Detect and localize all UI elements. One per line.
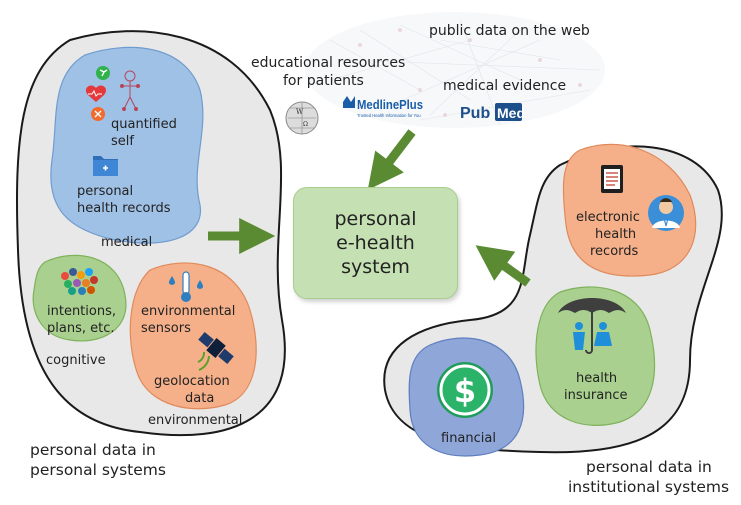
- svg-text:Med: Med: [497, 105, 525, 121]
- cognitive-blob: [32, 254, 127, 342]
- heart-pulse-icon: [86, 85, 106, 102]
- ehr-line1: electronic: [576, 210, 640, 225]
- env-sensors-line1: environmental: [141, 304, 236, 319]
- cognitive-line1: intentions,: [47, 304, 116, 319]
- ehr-blob: [562, 143, 697, 277]
- web-network-cloud: [305, 12, 605, 128]
- medical-title: medical: [101, 235, 153, 250]
- doctor-avatar-icon: [648, 195, 684, 231]
- tablet-records-icon: [601, 165, 623, 193]
- geolocation-line2: data: [185, 391, 215, 406]
- svg-text:MedlinePlus: MedlinePlus: [357, 97, 423, 112]
- signal-waves-icon: [197, 351, 210, 371]
- arrow-institutional-to-core: [475, 245, 531, 287]
- ehr-line2: health: [595, 227, 637, 242]
- wikipedia-globe-icon: W Ω: [285, 101, 319, 135]
- cognitive-line2: plans, etc.: [47, 321, 115, 336]
- quantified-self-line2: self: [111, 134, 134, 149]
- svg-text:W: W: [296, 108, 304, 116]
- dollar-coin-icon: $: [437, 362, 493, 418]
- insurance-line2: insurance: [564, 388, 628, 403]
- personal-ehealth-system: personal e-health system: [293, 187, 458, 299]
- medical-blob: [50, 46, 204, 244]
- core-line1: personal: [334, 208, 417, 230]
- core-line3: system: [341, 256, 410, 278]
- quantified-self-line1: quantified: [111, 117, 177, 132]
- institutional-caption-line1: personal data in: [586, 458, 712, 476]
- medlineplus-logo: MedlinePlus Trusted Health Information f…: [343, 96, 423, 118]
- svg-text:Pub: Pub: [460, 105, 490, 122]
- thermometer-drops-icon: [168, 271, 204, 302]
- umbrella-family-icon: [558, 298, 626, 354]
- personal-caption-line1: personal data in: [30, 441, 156, 459]
- body-sketch-icon: [120, 70, 140, 111]
- personal-records-line2: health records: [77, 201, 171, 216]
- edu-resources-line2: for patients: [283, 73, 364, 89]
- environmental-title: environmental: [148, 413, 243, 428]
- pubmed-logo: Pub Med: [460, 103, 525, 122]
- personal-caption-line2: personal systems: [30, 461, 166, 479]
- env-sensors-line2: sensors: [141, 321, 191, 336]
- edu-resources-line1: educational resources: [251, 55, 406, 71]
- health-records-folder-icon: [93, 156, 118, 176]
- web-title: public data on the web: [429, 23, 590, 39]
- arrow-web-to-core: [367, 129, 416, 191]
- environmental-blob: [129, 262, 257, 410]
- satellite-icon: [198, 331, 234, 365]
- geolocation-line1: geolocation: [154, 374, 230, 389]
- personal-records-line1: personal: [77, 184, 134, 199]
- insurance-line1: health: [576, 371, 618, 386]
- svg-text:Trusted Health Information for: Trusted Health Information for You: [357, 113, 421, 118]
- financial-label: financial: [441, 431, 496, 446]
- ehr-line3: records: [590, 244, 639, 259]
- dollar-sign: $: [454, 372, 476, 410]
- core-line2: e-health: [336, 232, 415, 254]
- institutional-caption-line2: institutional systems: [568, 478, 730, 496]
- cognitive-title: cognitive: [46, 353, 106, 368]
- insurance-blob: [535, 286, 656, 426]
- quantified-self-icons: [86, 66, 140, 121]
- medical-evidence-label: medical evidence: [443, 78, 567, 94]
- svg-text:Ω: Ω: [303, 121, 308, 128]
- social-apps-cluster-icon: [61, 268, 98, 295]
